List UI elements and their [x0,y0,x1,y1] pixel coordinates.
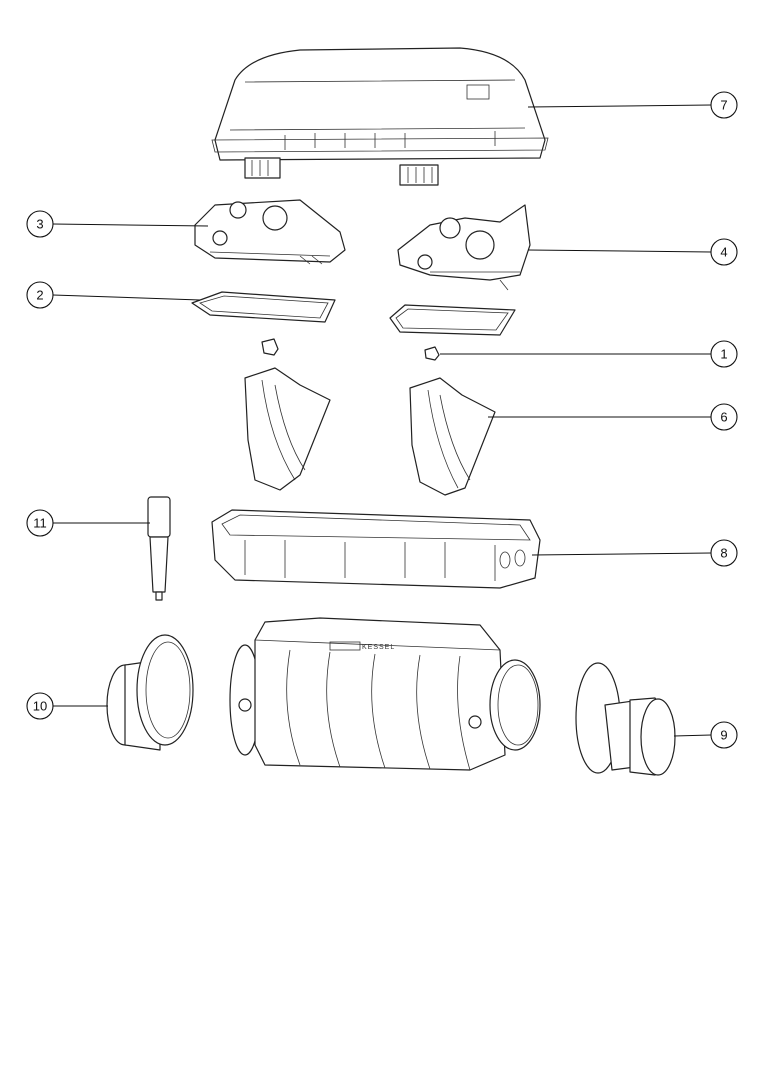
callout-11: 11 [26,509,54,537]
part-frame [211,509,541,589]
callout-2: 2 [26,281,54,309]
leader-lines [52,104,712,737]
callout-4: 4 [710,238,738,266]
part-flaps [244,367,496,496]
part-base-body: KESSEL [229,617,541,771]
callout-1: 1 [710,340,738,368]
svg-text:3: 3 [36,217,43,232]
svg-text:7: 7 [720,98,727,113]
callout-7: 7 [710,91,738,119]
svg-text:6: 6 [720,410,727,425]
svg-text:9: 9 [720,728,727,743]
kessel-logo: KESSEL [362,644,395,651]
part-adapter-right [575,662,676,776]
part-clips [261,338,440,361]
svg-text:2: 2 [36,288,43,303]
svg-text:10: 10 [33,699,47,714]
part-adapter-left [106,634,194,751]
callout-8: 8 [710,539,738,567]
svg-text:8: 8 [720,546,727,561]
part-valve-head-right [397,204,531,291]
callout-10: 10 [26,692,54,720]
svg-text:4: 4 [720,245,727,260]
svg-text:1: 1 [720,347,727,362]
part-cover-lid [211,47,549,186]
callout-6: 6 [710,403,738,431]
svg-text:11: 11 [33,516,47,531]
part-rod [147,496,171,601]
callout-3: 3 [26,210,54,238]
part-gaskets [191,291,516,336]
callout-9: 9 [710,721,738,749]
part-valve-head-left [194,199,346,265]
